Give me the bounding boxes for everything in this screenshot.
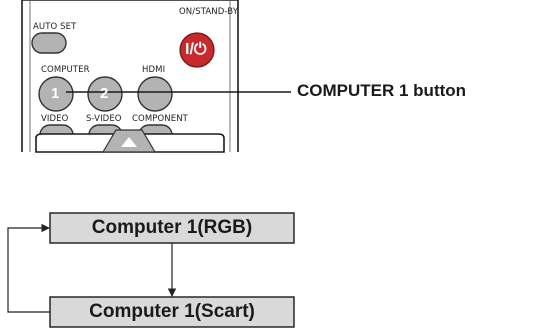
computer-1-button[interactable] bbox=[38, 76, 74, 112]
auto-set-button[interactable] bbox=[31, 32, 67, 54]
remote-body bbox=[21, 0, 239, 152]
computer-label: COMPUTER bbox=[41, 65, 90, 75]
video-label: VIDEO bbox=[41, 114, 69, 124]
svideo-label: S-VIDEO bbox=[86, 114, 122, 124]
hdmi-button[interactable] bbox=[137, 76, 173, 112]
on-standby-label: ON/STAND-BY bbox=[179, 7, 238, 17]
power-button[interactable] bbox=[179, 32, 215, 68]
flow-box-rgb-label: Computer 1(RGB) bbox=[91, 217, 253, 238]
flow-arrow-loop-back bbox=[7, 223, 50, 313]
auto-set-label: AUTO SET bbox=[33, 22, 77, 32]
flow-box-scart bbox=[49, 296, 295, 328]
callout-label: COMPUTER 1 button bbox=[297, 81, 467, 100]
remote-inner-edge bbox=[29, 0, 231, 152]
computer-1-number: 1 bbox=[51, 85, 60, 102]
hdmi-label: HDMI bbox=[142, 65, 166, 75]
computer-2-number: 2 bbox=[100, 85, 109, 102]
flow-box-rgb bbox=[49, 212, 295, 244]
up-arrow-icon bbox=[121, 137, 137, 147]
computer-2-button[interactable] bbox=[87, 76, 123, 112]
power-icon: I/⏻ bbox=[185, 41, 207, 58]
component-label: COMPONENT bbox=[132, 114, 188, 124]
flow-box-scart-label: Computer 1(Scart) bbox=[89, 301, 255, 322]
